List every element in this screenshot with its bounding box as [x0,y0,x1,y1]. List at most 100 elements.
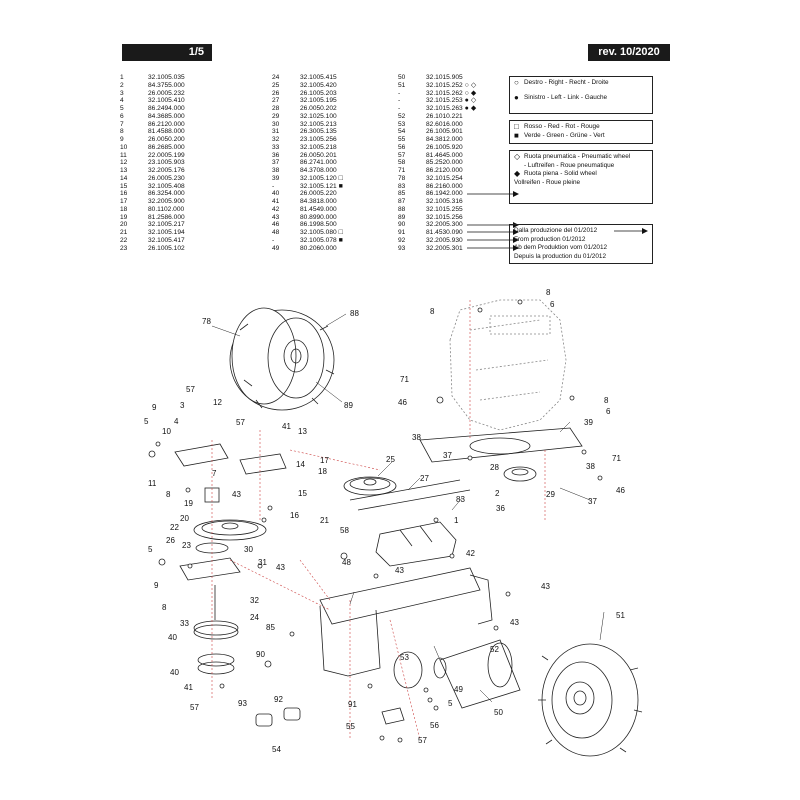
belt [349,479,471,511]
callout-36: 36 [496,504,505,513]
part-number: 33 [272,143,280,151]
part-number: 3 [120,89,124,97]
circle-filled-icon: ● [514,92,519,102]
part-code: 32.1025.100 [300,112,337,120]
callout-71b: 71 [612,454,621,463]
part-code: 32.2005.300 [426,221,463,229]
callout-2: 2 [495,489,500,498]
part-number: 40 [272,190,280,198]
part-code: 32.1005.420 [300,81,337,89]
callout-32: 32 [250,596,259,605]
part-number: 16 [120,190,128,198]
part-number: 19 [120,213,128,221]
callout-12: 12 [213,398,222,407]
part-code: 86.1942.000 [426,190,463,198]
parts-row: -32.1015.253●◇ [398,97,519,105]
callout-8b: 8 [430,307,435,316]
part-code: 32.2005.930 [426,236,463,244]
part-code: 26.1005.920 [426,143,463,151]
callout-9a: 9 [152,403,157,412]
callout-48: 48 [342,558,351,567]
callout-83: 83 [456,495,465,504]
callout-11: 11 [148,479,157,488]
callout-38a: 38 [412,433,421,442]
part-code: 23.1005.903 [148,159,185,167]
square-filled-icon: ■ [514,130,519,140]
part-number: 39 [272,174,280,182]
part-number: 25 [272,81,280,89]
parts-row: 24 32.1005.415 [272,74,343,82]
part-number: 58 [398,159,406,167]
part-number: 12 [120,159,128,167]
callout-26: 26 [166,536,175,545]
part-number: 36 [272,151,280,159]
part-number: 43 [272,213,280,221]
arrow-right-icon [466,244,519,251]
callout-46b: 46 [616,486,625,495]
part-code: 32.1015.905 [426,74,463,81]
callout-43a: 43 [232,490,241,499]
callout-5a: 5 [144,417,149,426]
part-number: 24 [272,74,280,81]
part-code: 32.2005.301 [426,244,463,252]
callout-13: 13 [298,427,307,436]
callout-31: 31 [258,558,267,567]
part-number: 20 [120,221,128,229]
callout-6b: 6 [606,407,611,416]
part-code: 32.1005.213 [300,120,337,128]
legend-production-de: Ab dem Produktion vom 01/2012 [514,244,608,251]
part-number: - [398,89,401,97]
part-number: 54 [398,128,406,136]
callout-43c: 43 [395,566,404,575]
revision-label: rev. 10/2020 [598,46,660,58]
part-number: 4 [120,97,124,105]
part-code: 32.1005.194 [148,229,185,236]
part-number: 31 [272,128,280,136]
part-code: 32.1005.121 [300,182,337,190]
part-code: 84.3818.000 [300,198,337,205]
pulley-29 [503,466,537,482]
callout-3: 3 [180,401,185,410]
callout-33: 33 [180,619,189,628]
part-code: 32.1005.415 [300,74,337,81]
part-code: 86.2120.000 [426,167,463,174]
part-code: 82.6016.000 [426,120,463,128]
callout-54: 54 [272,745,281,754]
arrow-right-icon [466,190,519,197]
part-number: 10 [120,143,128,151]
part-number: 27 [272,97,280,105]
part-code: 80.8990.000 [300,213,337,221]
part-code: 80.1102.000 [148,205,185,213]
arrow-right-icon [466,229,519,236]
callout-15: 15 [298,489,307,498]
callout-71a: 71 [400,375,409,384]
circle-open-icon: ○ [464,89,469,97]
callout-16: 16 [290,511,299,520]
legend-solid-de-fr: Vollreifen - Roue pleine [514,178,581,186]
part-code: 32.1005.417 [148,236,185,244]
part-number: 22 [120,236,128,244]
disc [393,651,423,689]
parts-row: -32.1005.078■ [272,237,343,245]
part-number: 91 [398,229,406,236]
clip [381,707,405,725]
tire-upper [229,307,335,411]
diamond-filled-icon: ◆ [470,89,477,97]
part-code: 26.1010.221 [426,112,463,120]
callout-43e: 43 [510,618,519,627]
diamond-open-icon: ◇ [514,152,521,161]
